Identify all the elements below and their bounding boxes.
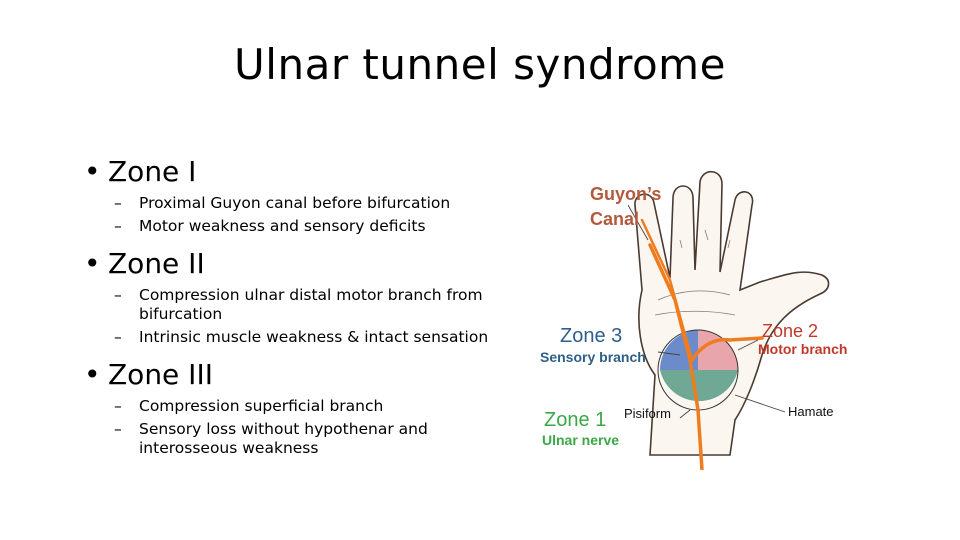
dash-icon: – [114, 328, 122, 346]
sub-item: –Intrinsic muscle weakness & intact sens… [114, 328, 489, 346]
sub-item: –Sensory loss without hypothenar and int… [114, 420, 428, 457]
sub-list: –Compression superficial branch –Sensory… [84, 397, 524, 458]
dash-icon: – [114, 217, 122, 235]
bullet-dot-icon: • [84, 155, 101, 188]
sub-item: –Compression ulnar distal motor branch f… [114, 286, 483, 323]
zone-1-sub: Ulnar nerve [542, 432, 619, 448]
sub-item: –Motor weakness and sensory deficits [114, 217, 426, 235]
zone-1-region [660, 370, 738, 402]
sub-item: –Compression superficial branch [114, 397, 384, 415]
bullet-zone-2: • Zone II [84, 246, 524, 282]
bullet-heading: Zone I [108, 155, 197, 188]
guyons-label-2: Canal [590, 209, 639, 229]
bullet-dot-icon: • [84, 247, 101, 280]
slide-title: Ulnar tunnel syndrome [234, 40, 726, 89]
zone-1-label: Zone 1 [544, 409, 606, 431]
bullet-zone-3: • Zone III [84, 357, 524, 393]
zone-3-sub: Sensory branch [540, 349, 646, 365]
dash-icon: – [114, 286, 122, 304]
zone-circle [657, 329, 739, 411]
hamate-label: Hamate [788, 404, 834, 419]
dash-icon: – [114, 194, 122, 212]
bullet-heading: Zone III [108, 358, 213, 391]
zone-2-sub: Motor branch [758, 341, 847, 357]
dash-icon: – [114, 420, 122, 438]
dash-icon: – [114, 397, 122, 415]
bullet-dot-icon: • [84, 358, 101, 391]
pisiform-label: Pisiform [624, 406, 671, 421]
zone-3-label: Zone 3 [560, 325, 622, 347]
bullet-list: • Zone I –Proximal Guyon canal before bi… [84, 148, 524, 468]
guyons-label: Guyon’s [590, 184, 661, 204]
sub-item: –Proximal Guyon canal before bifurcation [114, 194, 451, 212]
zone-2-region [698, 330, 738, 370]
zone-2-label: Zone 2 [762, 321, 818, 341]
ulnar-nerve-paths [640, 218, 764, 470]
bullet-heading: Zone II [108, 247, 205, 280]
hand-anatomy-figure: Guyon’s Canal Zone 3 Sensory branch Zone… [540, 170, 847, 470]
bullet-zone-1: • Zone I [84, 154, 524, 190]
sub-list: –Compression ulnar distal motor branch f… [84, 286, 524, 347]
sub-list: –Proximal Guyon canal before bifurcation… [84, 194, 524, 236]
